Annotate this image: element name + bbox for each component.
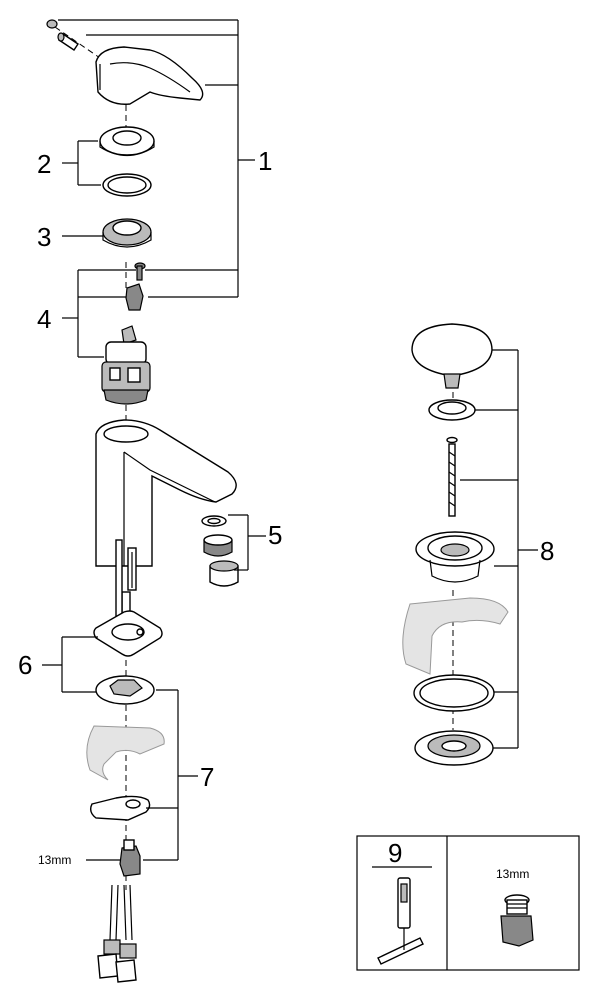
part-2-cover-ring (99, 126, 155, 197)
label-4: 4 (37, 304, 51, 334)
part-7-mounting (86, 725, 165, 877)
part-6-base-plate (93, 610, 163, 705)
label-5: 5 (268, 520, 282, 550)
label-4-leader (62, 269, 136, 358)
wrench-size-label-box: 13mm (496, 867, 529, 881)
label-5-leader (228, 514, 266, 571)
supply-hose-ends (97, 884, 137, 983)
label-1-leader (58, 19, 255, 298)
wrench-size-label-left: 13mm (38, 853, 71, 867)
label-2-leader (62, 140, 101, 186)
label-8-leader (460, 349, 538, 749)
label-8: 8 (540, 536, 554, 566)
part-9-tool-box (356, 835, 580, 971)
faucet-body (95, 419, 237, 567)
label-3: 3 (37, 222, 51, 252)
label-7-leader (86, 689, 198, 861)
label-1: 1 (258, 146, 272, 176)
label-2: 2 (37, 149, 51, 179)
part-5-aerator (201, 515, 239, 587)
part-4-cartridge (101, 262, 151, 405)
label-7: 7 (200, 762, 214, 792)
part-3-nut (102, 218, 152, 248)
label-9: 9 (388, 838, 402, 868)
part-8-pop-up-waste (402, 323, 509, 766)
label-6: 6 (18, 650, 32, 680)
part-1-lever-handle (46, 19, 204, 105)
label-6-leader (42, 636, 98, 693)
